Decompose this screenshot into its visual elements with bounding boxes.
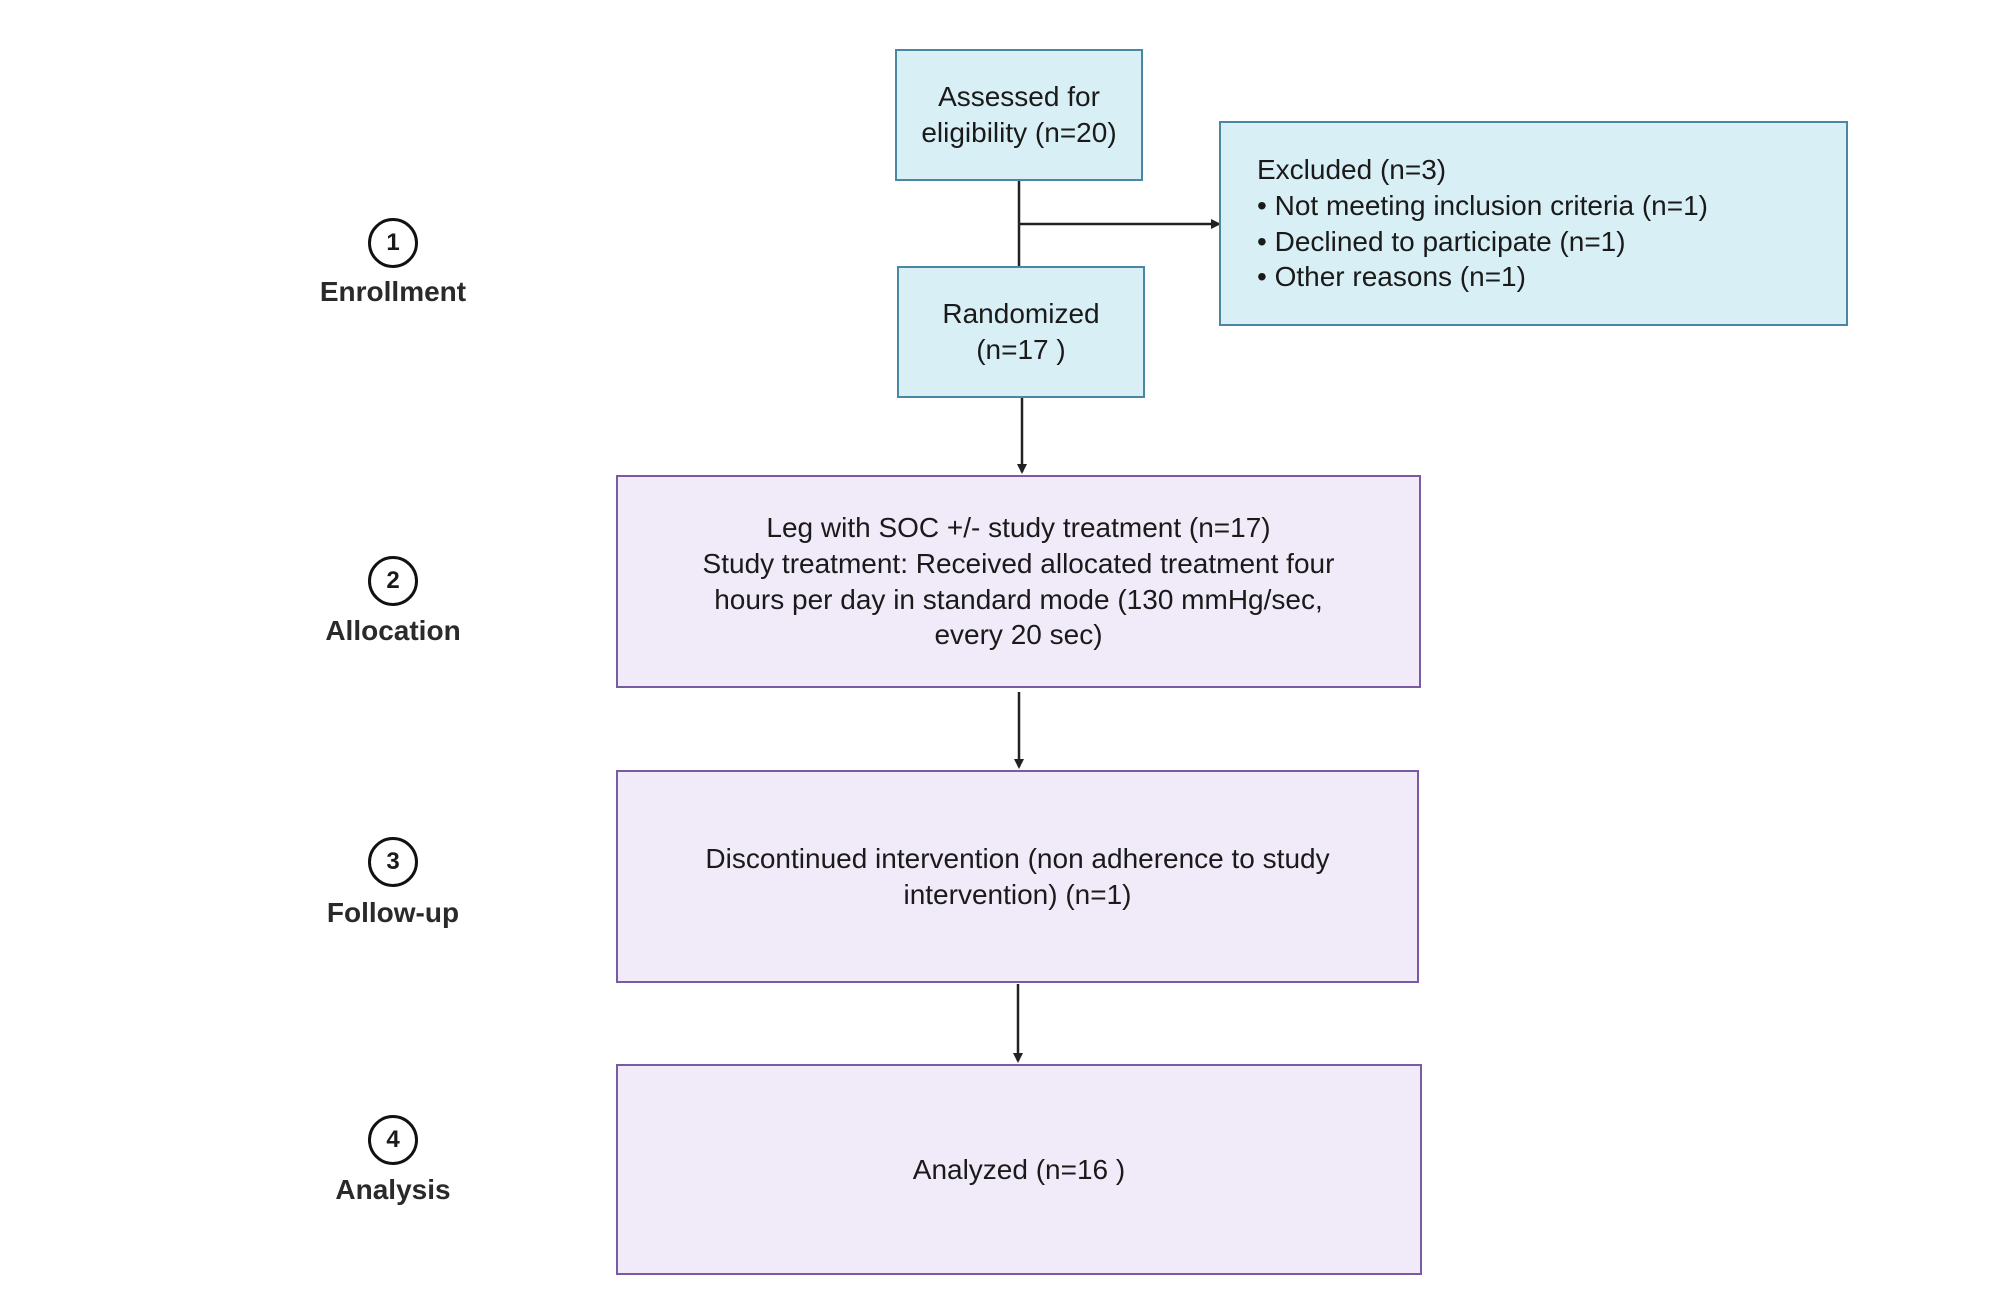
excluded-item: Declined to participate (n=1) <box>1257 224 1708 260</box>
stage-label-enrollment: Enrollment <box>319 276 467 307</box>
stage-label-analysis: Analysis <box>335 1174 451 1205</box>
randomized-line-2: (n=17 ) <box>976 334 1066 365</box>
allocation-line-2: Study treatment: Received allocated trea… <box>702 547 1335 579</box>
assessed-line-1: Assessed for <box>938 81 1100 113</box>
followup-line-1: Discontinued intervention (non adherence… <box>705 842 1330 874</box>
assessed-box: Assessed for eligibility (n=20) <box>895 49 1143 181</box>
assessed-line-2: eligibility (n=20) <box>921 117 1117 148</box>
excluded-item: Other reasons (n=1) <box>1257 259 1708 295</box>
analysis-box: Analyzed (n=16 ) <box>616 1064 1422 1275</box>
allocation-line-4: every 20 sec) <box>934 619 1103 651</box>
stage-label-follow-up: Follow-up <box>326 897 460 928</box>
allocation-box: Leg with SOC +/- study treatment (n=17) … <box>616 475 1421 688</box>
allocation-line-3: hours per day in standard mode (130 mmHg… <box>714 583 1323 615</box>
excluded-box: Excluded (n=3) Not meeting inclusion cri… <box>1219 121 1848 326</box>
excluded-heading: Excluded (n=3) <box>1257 154 1447 186</box>
stage-number-1: 1 <box>368 218 418 268</box>
stage-number-2: 2 <box>368 556 418 606</box>
excluded-item: Not meeting inclusion criteria (n=1) <box>1257 188 1708 224</box>
followup-line-2: intervention) (n=1) <box>903 878 1132 910</box>
randomized-line-1: Randomized <box>942 298 1100 330</box>
stage-number-4: 4 <box>368 1115 418 1165</box>
stage-number-3: 3 <box>368 837 418 887</box>
allocation-line-1: Leg with SOC +/- study treatment (n=17) <box>766 512 1271 544</box>
randomized-box: Randomized (n=17 ) <box>897 266 1145 398</box>
followup-box: Discontinued intervention (non adherence… <box>616 770 1419 983</box>
analysis-line-1: Analyzed (n=16 ) <box>912 1153 1126 1185</box>
stage-label-allocation: Allocation <box>325 615 461 646</box>
